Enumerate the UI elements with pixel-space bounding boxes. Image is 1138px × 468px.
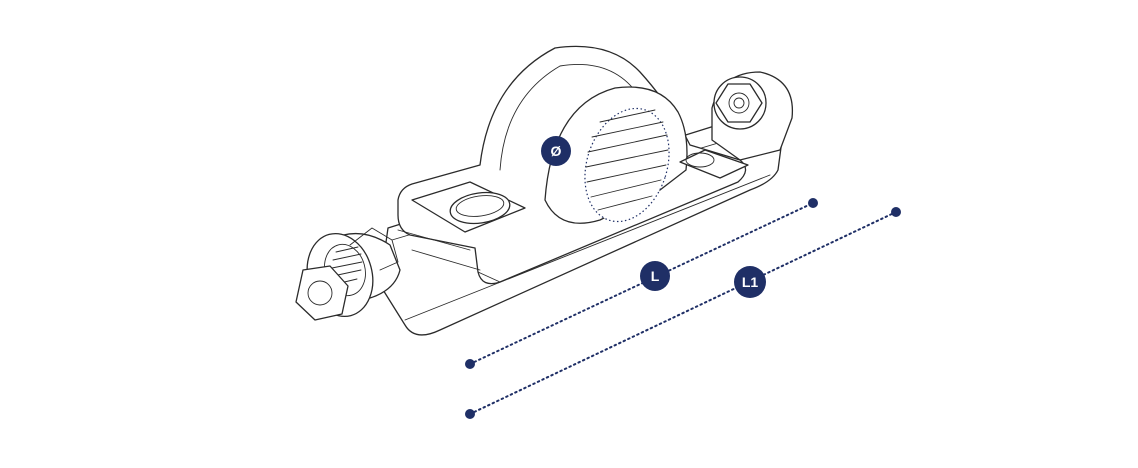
badge-length-text: L [651, 268, 660, 284]
dimension-lines [465, 198, 901, 419]
badge-diameter-text: Ø [551, 143, 562, 159]
badge-length: L [640, 261, 670, 291]
bolt-pocket-left [411, 181, 526, 233]
dimension-l1 [465, 207, 901, 419]
front-bolt [295, 227, 401, 321]
dimension-l-end-front [465, 359, 475, 369]
dimension-l [465, 198, 818, 369]
bolt-pocket-right [679, 149, 749, 179]
badge-diameter: Ø [541, 136, 571, 166]
badge-length-total: L1 [734, 266, 766, 298]
rear-bolt [713, 76, 767, 130]
dimension-l1-end-rear [891, 207, 901, 217]
pipe-clamp-drawing [295, 45, 794, 336]
pipe-opening [584, 107, 670, 223]
dimension-l1-end-front [465, 409, 475, 419]
badge-length-total-text: L1 [742, 274, 759, 290]
dimension-l-end-rear [808, 198, 818, 208]
